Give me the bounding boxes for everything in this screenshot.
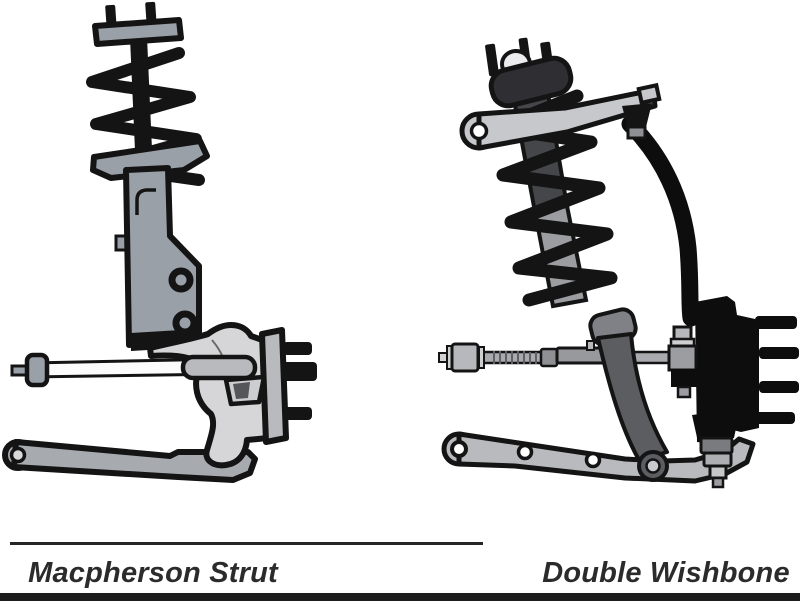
wheel-hub — [695, 296, 799, 445]
pinch-clamp — [223, 374, 267, 407]
macpherson-strut-illustration — [2, 1, 317, 483]
tie-rod — [10, 352, 232, 388]
upper-control-arm — [459, 82, 662, 151]
tie-rod — [438, 325, 705, 399]
top-mount — [485, 37, 574, 109]
tie-rod-end — [180, 354, 258, 381]
double-wishbone-illustration — [438, 37, 799, 489]
upper-ball-joint — [622, 103, 652, 140]
wheel-studs — [753, 316, 799, 424]
bolt-hole — [168, 267, 194, 293]
arm-hole — [516, 443, 534, 461]
bottom-edge-bar — [0, 593, 800, 601]
tie-rod-end — [667, 325, 705, 399]
bushing-hole — [9, 446, 27, 464]
top-mount-plate — [488, 55, 574, 109]
arm-bushing-hole — [469, 121, 489, 141]
fork-pivot-hole — [645, 458, 661, 474]
strut-fork — [588, 307, 669, 482]
bolt-hole — [172, 310, 198, 336]
spring-seat — [90, 138, 210, 181]
upright — [621, 115, 700, 327]
lower-control-arm — [2, 439, 258, 483]
arm-bushing-hole — [450, 440, 468, 458]
top-mount-plate — [92, 17, 184, 47]
double-wishbone-label: Double Wishbone — [542, 557, 790, 589]
lower-control-arm — [441, 431, 756, 484]
caption-divider-line — [10, 542, 483, 545]
hub-backing-plate — [259, 327, 289, 445]
tie-rod-nut — [24, 352, 50, 388]
strut-body — [114, 165, 202, 348]
thread-ticks — [493, 351, 537, 364]
macpherson-strut-label: Macpherson Strut — [28, 557, 278, 589]
wheel-studs — [281, 342, 317, 420]
lower-ball-joint — [692, 409, 740, 489]
arm-hole — [584, 451, 602, 469]
